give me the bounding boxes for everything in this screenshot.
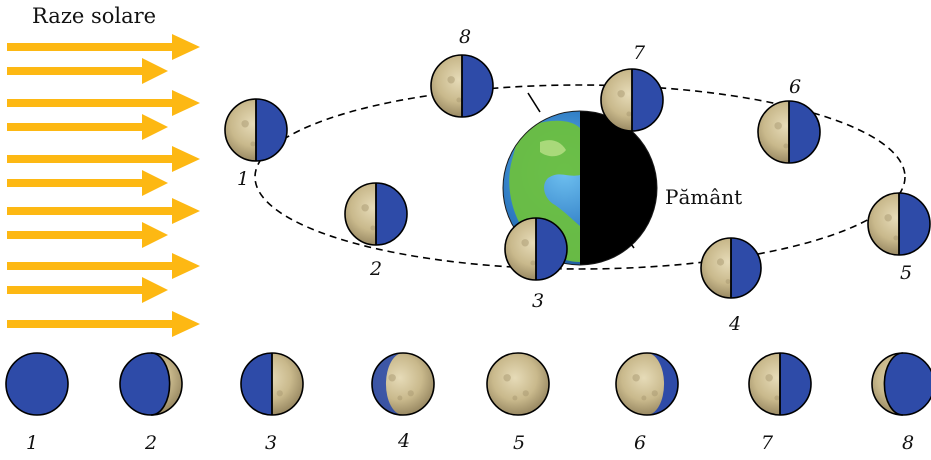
orbit-label-1: 1 [236,168,250,190]
moon-icon [224,98,288,162]
arrow-right-icon [7,277,168,303]
moon-icon [748,352,812,416]
phase-label-1: 1 [25,432,39,454]
orbit-label-5: 5 [899,262,913,284]
orbit-label-7: 7 [632,42,646,64]
arrow-right-icon [7,222,168,248]
orbit-label-6: 6 [788,76,802,98]
phase-label-4: 4 [397,430,411,452]
moon-icon [5,352,69,416]
arrow-right-icon [7,198,200,224]
arrow-right-icon [7,170,168,196]
arrow-right-icon [7,253,200,279]
sun-rays-label: Raze solare [32,4,157,28]
orbit-label-4: 4 [728,313,742,335]
moon-icon [615,352,679,416]
moon-icon [371,352,435,416]
moon-icon [600,68,664,132]
phase-label-6: 6 [633,432,647,454]
moon-icon [700,237,762,299]
phase-label-8: 8 [901,432,915,454]
phase-label-7: 7 [760,432,774,454]
moon-icon [504,217,568,281]
moon-icon [757,100,821,164]
arrow-right-icon [7,58,168,84]
arrow-right-icon [7,34,200,60]
phase-label-3: 3 [264,432,278,454]
arrow-right-icon [7,114,168,140]
moon-icon [867,192,931,256]
arrow-right-icon [7,311,200,337]
sun-rays-arrows [7,34,200,337]
orbit-label-3: 3 [531,290,545,312]
orbit-label-2: 2 [369,258,383,280]
earth-label: Pământ [665,185,743,209]
moon-icon [871,352,931,416]
moon-icon [240,352,304,416]
phase-label-5: 5 [512,432,526,454]
arrow-right-icon [7,146,200,172]
arrow-right-icon [7,90,200,116]
moon-orbit-ellipse [254,84,906,270]
orbit-label-8: 8 [458,26,472,48]
moon-icon [344,182,408,246]
moon-icon [119,352,183,416]
phase-label-2: 2 [144,432,158,454]
moon-icon [486,352,550,416]
moon-icon [430,54,494,118]
